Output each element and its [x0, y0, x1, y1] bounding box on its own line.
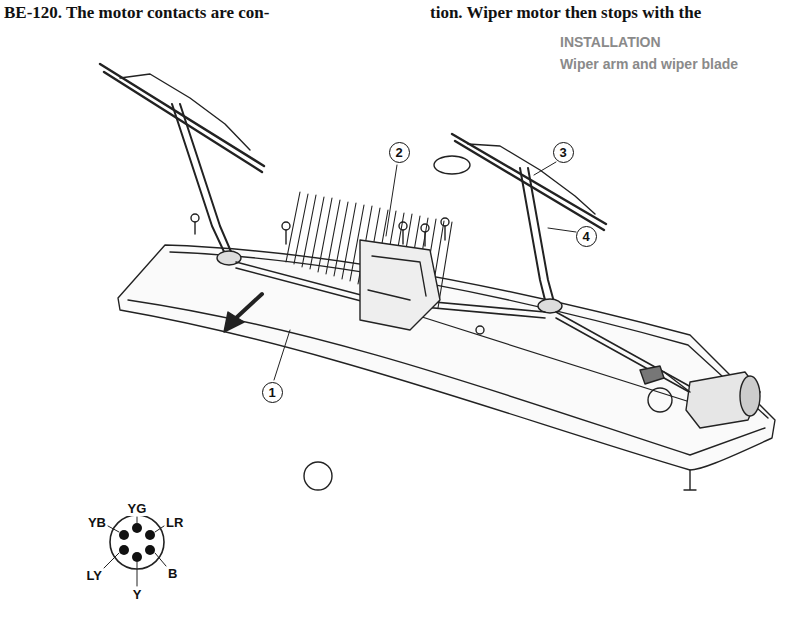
connector-pin [119, 530, 129, 540]
connector-pin [145, 545, 155, 555]
screw [191, 214, 199, 222]
pin-name: YB [87, 515, 107, 530]
leader-line [386, 165, 397, 236]
subsection-heading: Wiper arm and wiper blade [560, 56, 738, 72]
pin-name: B [167, 566, 178, 581]
connector-pin [145, 530, 155, 540]
motor-wire [664, 372, 690, 392]
wiper-blade-frame [468, 144, 595, 214]
wiper-motor-cap [740, 376, 760, 416]
callout-number: 2 [395, 145, 402, 160]
screw [441, 218, 449, 226]
screw [282, 222, 290, 230]
leader-line [534, 162, 556, 175]
cowl-panel [118, 245, 775, 470]
cowl-edge [170, 252, 768, 418]
center-bracket [368, 256, 426, 300]
screw [421, 224, 429, 232]
wiper-motor [686, 372, 760, 428]
pin-name: LR [165, 515, 184, 530]
panel-hole [304, 462, 332, 490]
callout-circle: 1 [262, 382, 283, 403]
section-heading: INSTALLATION [560, 34, 661, 50]
wiper-blade-frame [120, 74, 250, 150]
wiper-arm [520, 168, 554, 304]
body-text: tion. Wiper motor then stops with the [430, 3, 701, 23]
leader-line [548, 228, 576, 232]
screw [476, 326, 484, 334]
leader-line [274, 330, 290, 380]
callout-number: 4 [582, 229, 589, 244]
callout-number: 1 [268, 385, 275, 400]
connector-pin [132, 523, 142, 533]
callout-circle: 2 [389, 142, 410, 163]
connector-pin [132, 552, 142, 562]
wiper-arm [172, 104, 232, 256]
washer-opening [434, 156, 470, 174]
motor-connector [640, 366, 664, 384]
direction-arrow [236, 294, 262, 318]
pin-name: Y [132, 587, 143, 602]
body-text: BE-120. The motor contacts are con- [4, 3, 269, 23]
link-rod [556, 312, 700, 398]
screw [399, 222, 407, 230]
screw-shaft [195, 222, 445, 246]
cowl-edge [128, 300, 765, 455]
panel-hole [648, 388, 672, 412]
callout-circle: 4 [576, 226, 597, 247]
center-bracket [360, 240, 440, 330]
wiper-blade [100, 64, 264, 172]
pin-leader [104, 517, 166, 586]
direction-arrowhead [224, 312, 244, 332]
callout-number: 3 [559, 145, 566, 160]
pin-name: LY [86, 568, 103, 583]
link-rod [400, 310, 690, 402]
mount-bolt [684, 470, 696, 490]
pin-name: YG [127, 501, 148, 516]
connector-pin [119, 545, 129, 555]
callout-circle: 3 [553, 142, 574, 163]
